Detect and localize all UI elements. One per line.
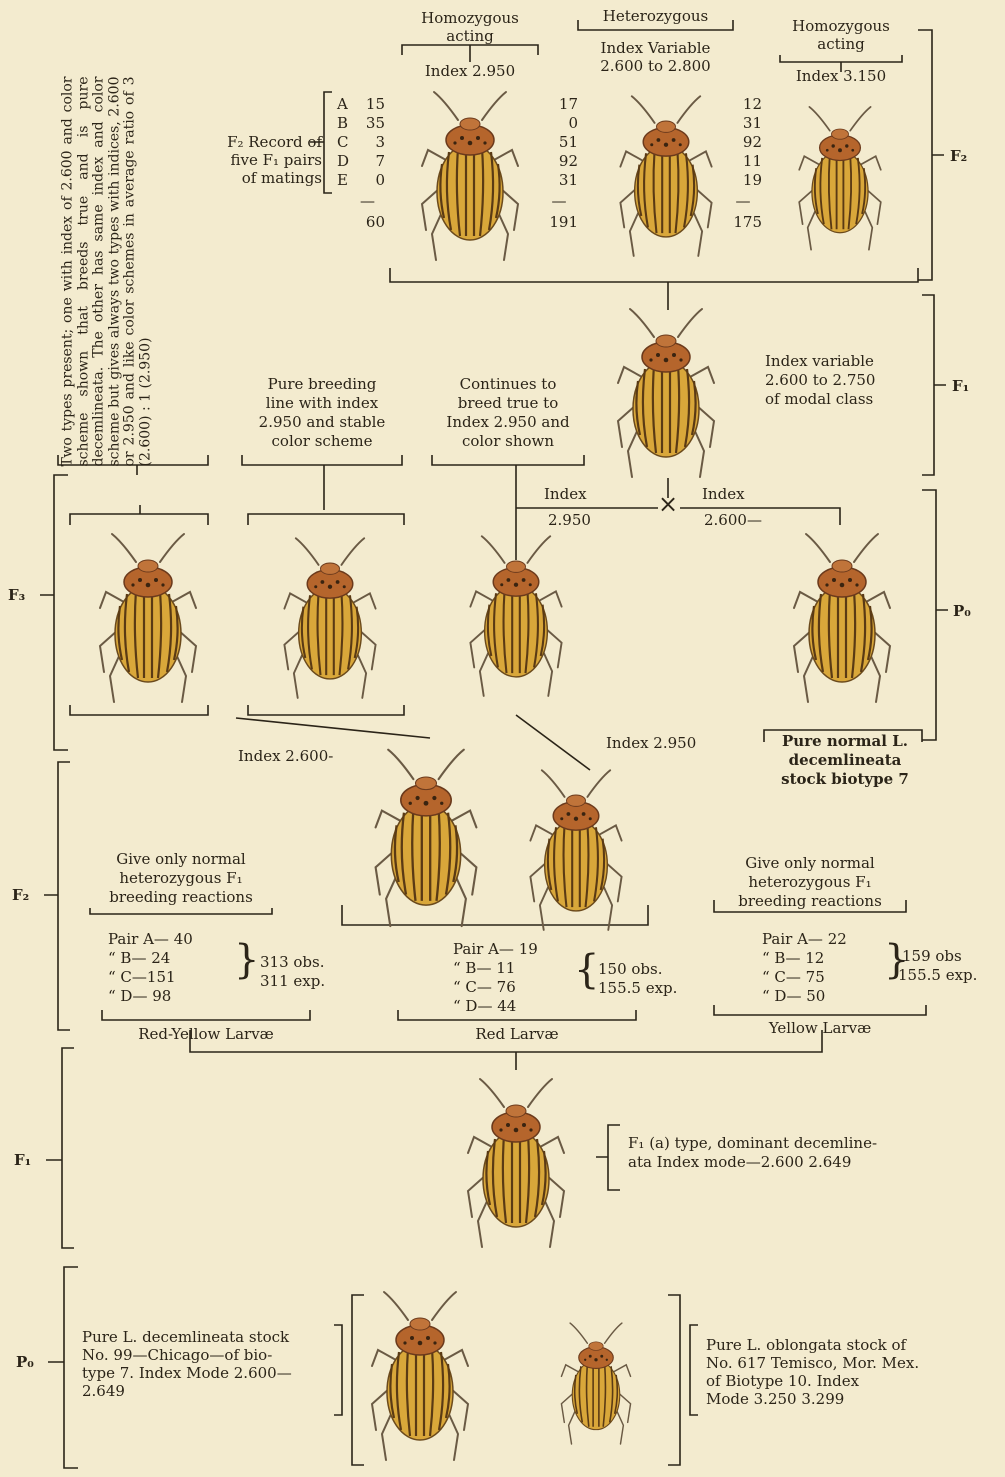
- yellow-label: Yellow Larvæ: [714, 1020, 926, 1037]
- gen-p0: P₀: [16, 1353, 34, 1371]
- vertical-note: Two types present; one with index of 2.6…: [61, 77, 154, 467]
- homo1-line2: acting: [402, 28, 538, 45]
- gen-f2: F₂: [12, 886, 29, 904]
- mating-letters: A B C D E: [337, 95, 349, 190]
- gen-f1: F₁: [14, 1151, 31, 1169]
- beetle-f2-hetero: [620, 96, 711, 256]
- cross-left-a: Index: [544, 486, 587, 503]
- red-yellow-exp: 311 exp.: [260, 973, 325, 990]
- beetle-f3-a: [100, 534, 196, 702]
- red-pairs: Pair A— 19 “ B— 11 “ C— 76 “ D— 44: [453, 940, 538, 1016]
- cross-right-a: Index: [702, 486, 745, 503]
- continues-note: Continues to breed true to Index 2.950 a…: [432, 375, 584, 451]
- red-brace: {: [574, 935, 599, 1005]
- cross-right-b: 2.600—: [704, 512, 762, 529]
- beetle-f2-homo-2950: [422, 92, 518, 260]
- pure-normal-note: Pure normal L. decemlineata stock biotyp…: [764, 732, 926, 789]
- f1-note: F₁ (a) type, dominant decemline- ata Ind…: [628, 1134, 877, 1172]
- pure-line-note: Pure breeding line with index 2.950 and …: [242, 375, 402, 451]
- gen-f3: F₃: [8, 586, 25, 604]
- p0-right-note: Pure L. oblongata stock of No. 617 Temis…: [706, 1336, 919, 1408]
- hetero-label: Heterozygous: [578, 8, 733, 25]
- beetle-f1-bottom: [468, 1079, 564, 1247]
- red-label: Red Larvæ: [398, 1026, 636, 1043]
- hetero-line2: 2.600 to 2.800: [578, 58, 733, 75]
- gen-p0-right: P₀: [953, 602, 971, 620]
- p0-left-note: Pure L. decemlineata stock No. 99—Chicag…: [82, 1328, 292, 1400]
- homo1-index: Index 2.950: [402, 63, 538, 80]
- beetle-f2-homo-3150: [799, 107, 881, 250]
- count-col1: 15 35 3 7 0: [350, 95, 385, 190]
- red-yellow-pairs: Pair A— 40 “ B— 24 “ C—151 “ D— 98: [108, 930, 193, 1006]
- gen-f1-top: F₁: [952, 377, 969, 395]
- count-col2: 17 0 51 92 31: [540, 95, 578, 190]
- red-yellow-label: Red-Yellow Larvæ: [102, 1026, 310, 1043]
- homo2-index: Index 3.150: [770, 68, 912, 85]
- f2-left-note: Give only normal heterozygous F₁ breedin…: [90, 850, 272, 907]
- red-obs: 150 obs.: [598, 961, 663, 978]
- beetle-f2-right: [530, 770, 621, 930]
- homo2-line1: Homozygous: [770, 18, 912, 35]
- beetle-f3-b: [284, 538, 375, 698]
- total3: 175: [714, 214, 762, 231]
- yellow-exp: 155.5 exp.: [898, 967, 977, 984]
- red-yellow-obs: 313 obs.: [260, 954, 325, 971]
- index-left-label: Index 2.600-: [238, 748, 333, 765]
- beetle-p0-normal: [794, 534, 890, 702]
- record-line2: five F₁ pairs: [196, 152, 322, 169]
- record-line3: of matings: [196, 170, 322, 187]
- beetle-f1-top: [618, 309, 714, 477]
- dash1: —: [350, 193, 385, 210]
- cross-left-b: 2.950: [548, 512, 591, 529]
- cross-symbol: ×: [658, 492, 678, 516]
- total1: 60: [350, 214, 385, 231]
- beetle-f2-left: [376, 750, 477, 926]
- red-yellow-brace: }: [234, 925, 259, 995]
- beetle-p0-oblongata: [561, 1323, 630, 1444]
- hetero-line1: Index Variable: [578, 40, 733, 57]
- total2: 191: [530, 214, 578, 231]
- dash2: —: [540, 193, 578, 210]
- red-exp: 155.5 exp.: [598, 980, 677, 997]
- beetle-f3-c: [470, 536, 561, 696]
- count-col3: 12 31 92 11 19: [724, 95, 762, 190]
- yellow-obs: 159 obs: [902, 948, 962, 965]
- yellow-pairs: Pair A— 22 “ B— 12 “ C— 75 “ D— 50: [762, 930, 847, 1006]
- index-right-label: Index 2.950: [606, 735, 696, 752]
- homo1-line1: Homozygous: [402, 10, 538, 27]
- f2-right-note: Give only normal heterozygous F₁ breedin…: [714, 854, 906, 911]
- beetle-p0-decemlineata: [372, 1292, 468, 1460]
- f1-variable-note: Index variable 2.600 to 2.750 of modal c…: [765, 352, 875, 409]
- record-line1: F₂ Record of: [196, 134, 322, 151]
- dash3: —: [724, 193, 762, 210]
- homo2-line2: acting: [770, 36, 912, 53]
- gen-f2-top: F₂: [950, 147, 967, 165]
